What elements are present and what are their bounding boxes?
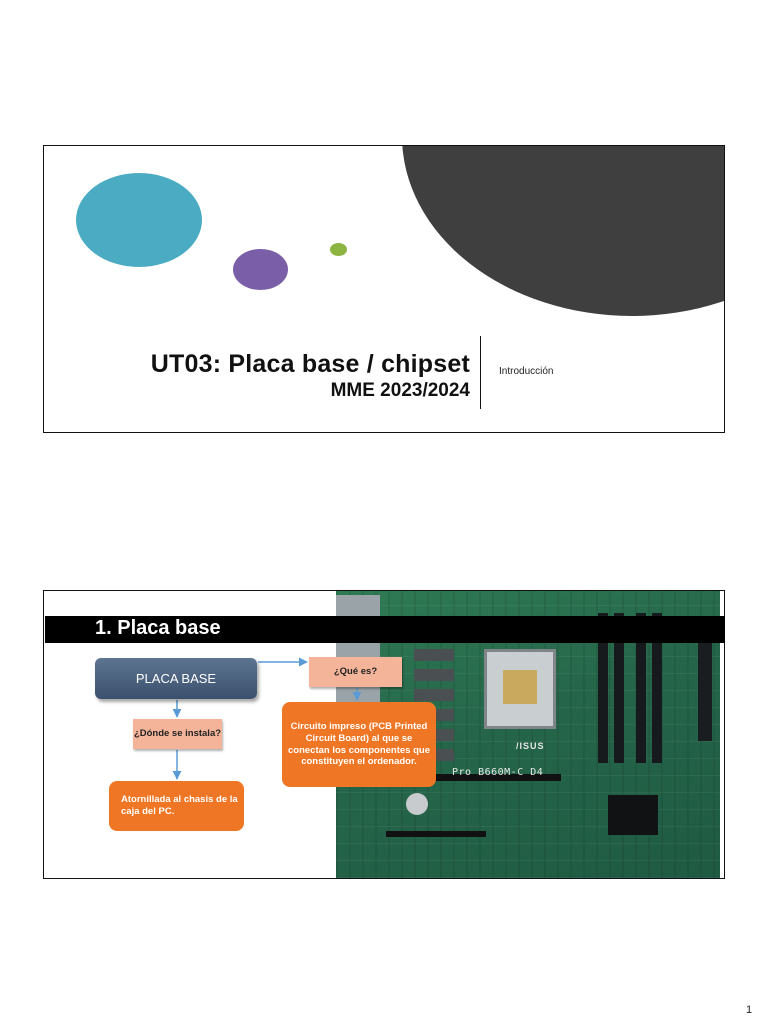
slide-subtitle: MME 2023/2024	[330, 380, 470, 401]
answer-what-box: Circuito impreso (PCB Printed Circuit Bo…	[282, 702, 436, 787]
purple-circle-decoration	[233, 249, 288, 290]
answer-where-box: Atornillada al chasis de la caja del PC.	[109, 781, 244, 831]
question-what-box: ¿Qué es?	[309, 657, 402, 687]
atx-connector	[698, 641, 712, 741]
board-model-label: Pro B660M-C D4	[452, 767, 544, 778]
title-divider	[480, 336, 481, 409]
teal-circle-decoration	[76, 173, 202, 267]
green-circle-decoration	[330, 243, 347, 256]
section-label: Introducción	[499, 366, 554, 377]
pcie-slot	[386, 831, 486, 837]
chipset-heatsink	[608, 795, 658, 835]
ram-slot	[598, 613, 608, 763]
page-number: 1	[746, 1004, 753, 1016]
board-logo: /ISUS	[516, 741, 545, 751]
slide-title: UT03: Placa base / chipset	[150, 350, 470, 378]
pcie-slot	[386, 774, 561, 781]
ram-slot	[652, 613, 662, 763]
heading-bar	[45, 616, 725, 643]
dark-circle-decoration	[402, 146, 724, 316]
ram-slot	[636, 613, 646, 763]
title-slide: UT03: Placa base / chipset MME 2023/2024…	[43, 145, 725, 433]
slide-heading: 1. Placa base	[95, 617, 221, 639]
placa-base-box: PLACA BASE	[95, 658, 257, 699]
ram-slot	[614, 613, 624, 763]
cpu-socket	[484, 649, 556, 729]
question-where-box: ¿Dónde se instala?	[133, 719, 222, 749]
cmos-battery	[406, 793, 428, 815]
